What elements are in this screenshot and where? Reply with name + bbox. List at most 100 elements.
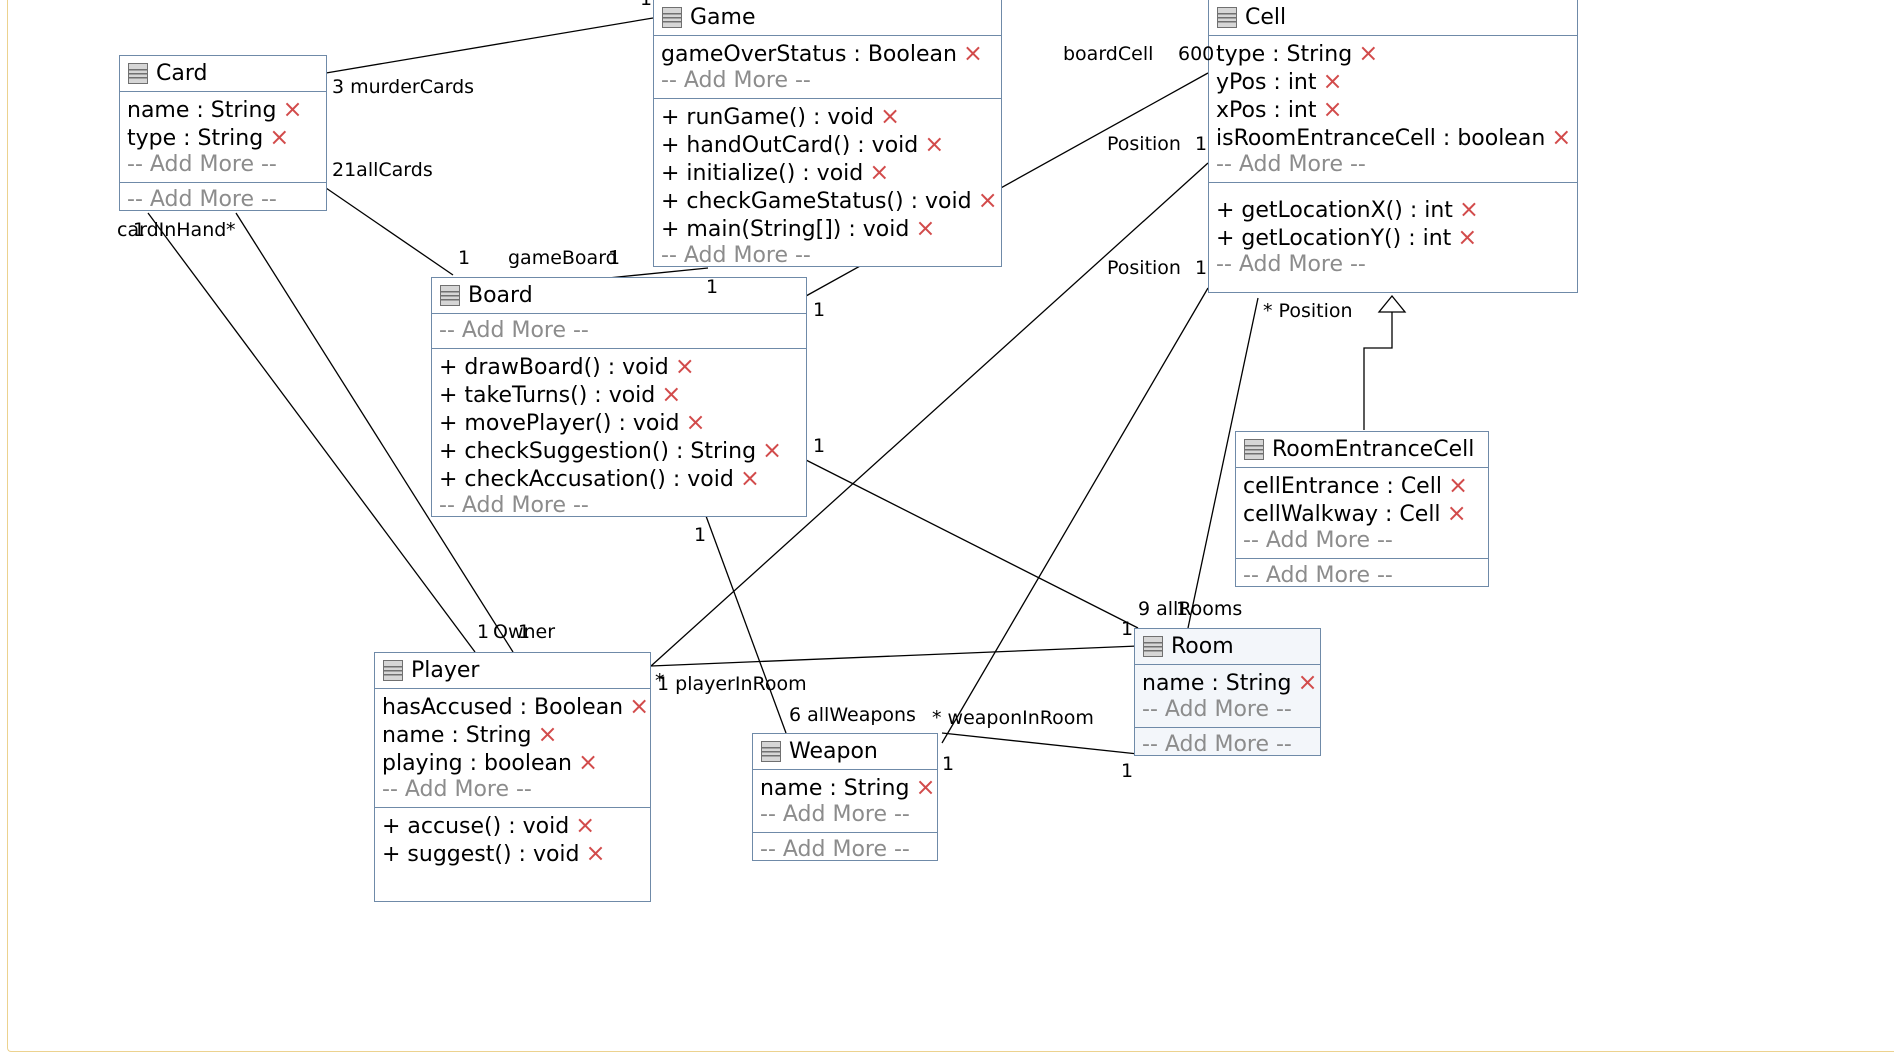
operation-row[interactable]: + accuse() : void× [382,811,596,839]
operation-row[interactable]: + getLocationX() : int× [1216,195,1480,223]
card-in-hand-multiplicity-a[interactable]: 1 [133,219,146,241]
delete-icon[interactable]: × [661,380,682,408]
board-cell-label[interactable]: boardCell [1063,43,1154,65]
all-cards-label[interactable]: 21allCards [332,159,433,181]
delete-icon[interactable]: × [577,748,599,776]
class-room-entrance-cell[interactable]: RoomEntranceCell cellEntrance : Cell× ce… [1235,431,1489,588]
class-name[interactable]: Cell [1245,5,1287,30]
position-star-label[interactable]: * Position [1263,300,1353,322]
class-header[interactable]: Weapon [753,734,937,769]
operation-row[interactable]: + drawBoard() : void× [439,352,695,380]
add-more-operation[interactable]: -- Add More -- [1243,563,1393,588]
operation-row[interactable]: + main(String[]) : void× [661,214,936,242]
owner-label[interactable]: Owner [493,621,556,643]
add-more-attribute[interactable]: -- Add More -- [382,777,532,802]
add-more-attribute[interactable]: -- Add More -- [1216,152,1366,177]
delete-icon[interactable]: × [869,158,890,186]
delete-icon[interactable]: × [915,214,936,242]
add-more-attribute[interactable]: -- Add More -- [439,318,589,343]
class-name[interactable]: Weapon [789,739,878,764]
operation-row[interactable]: + checkGameStatus() : void× [661,186,998,214]
class-header[interactable]: Cell [1209,0,1577,35]
add-more-operation[interactable]: -- Add More -- [760,837,910,862]
delete-icon[interactable]: × [674,352,695,380]
delete-icon[interactable]: × [282,95,303,123]
delete-icon[interactable]: × [977,186,998,214]
add-more-attribute[interactable]: -- Add More -- [760,802,910,827]
class-header[interactable]: Card [120,56,326,91]
delete-icon[interactable]: × [1551,123,1572,151]
operation-row[interactable]: + getLocationY() : int× [1216,223,1478,251]
uml-canvas[interactable]: Game gameOverStatus : Boolean× -- Add Mo… [7,0,1894,1052]
attribute-row[interactable]: name : String× [127,95,303,123]
weapon-multiplicity[interactable]: 1 [942,753,955,775]
game-board-multiplicity[interactable]: 1 [608,247,621,269]
class-name[interactable]: Game [690,5,756,30]
attribute-row[interactable]: playing : boolean× [382,748,599,776]
operation-row[interactable]: + runGame() : void× [661,102,901,130]
operation-row[interactable]: + initialize() : void× [661,158,890,186]
delete-icon[interactable]: × [1458,195,1480,223]
class-header[interactable]: Board [432,278,806,313]
position-multiplicity-2[interactable]: 1 [1195,257,1208,279]
add-more-attribute[interactable]: -- Add More -- [127,152,277,177]
delete-icon[interactable]: × [1322,67,1343,95]
owner-multiplicity-a[interactable]: 1 [477,621,490,643]
class-header[interactable]: Room [1135,629,1320,664]
delete-icon[interactable]: × [762,436,783,464]
operation-row[interactable]: + takeTurns() : void× [439,380,682,408]
attribute-row[interactable]: isRoomEntranceCell : boolean× [1216,123,1572,151]
attribute-row[interactable]: cellEntrance : Cell× [1243,471,1469,499]
delete-icon[interactable]: × [1322,95,1343,123]
position-multiplicity-1[interactable]: 1 [1195,133,1208,155]
game-board-label[interactable]: gameBoard [508,247,618,269]
position-label-2[interactable]: Position [1107,257,1181,279]
attribute-row[interactable]: name : String× [760,773,936,801]
class-weapon[interactable]: Weapon name : String× -- Add More -- -- … [752,733,938,862]
card-in-hand-multiplicity-b[interactable]: * [226,219,236,241]
board-room-multiplicity[interactable]: 1 [813,435,826,457]
attribute-row[interactable]: type : String× [1216,39,1379,67]
weapon-in-room-label[interactable]: * weaponInRoom [932,707,1094,729]
add-more-attribute[interactable]: -- Add More -- [1243,528,1393,553]
room-end-multiplicity[interactable]: 1 [1121,618,1134,640]
board-cell-end-multiplicity[interactable]: 1 [813,299,826,321]
attribute-row[interactable]: name : String× [1142,668,1318,696]
attribute-row[interactable]: gameOverStatus : Boolean× [661,39,984,67]
add-more-operation[interactable]: -- Add More -- [439,493,589,518]
delete-icon[interactable]: × [1358,39,1379,67]
attribute-row[interactable]: name : String× [382,720,558,748]
card-in-hand-label[interactable]: cardInHand [117,219,227,241]
all-rooms-multiplicity[interactable]: 1 [1176,598,1189,620]
all-weapons-label[interactable]: 6 allWeapons [789,704,916,726]
operation-row[interactable]: + checkAccusation() : void× [439,464,760,492]
board-cell-multiplicity[interactable]: 600 [1178,43,1215,65]
board-game-multiplicity[interactable]: 1 [706,276,719,298]
operation-row[interactable]: + handOutCard() : void× [661,130,945,158]
class-room[interactable]: Room name : String× -- Add More -- -- Ad… [1134,628,1321,757]
class-name[interactable]: Board [468,283,533,308]
delete-icon[interactable]: × [629,692,650,720]
game-multiplicity-label[interactable]: 1 [640,0,652,10]
add-more-operation[interactable]: -- Add More -- [1216,252,1366,277]
class-name[interactable]: Player [411,658,480,683]
delete-icon[interactable]: × [1447,471,1469,499]
position-label-1[interactable]: Position [1107,133,1181,155]
delete-icon[interactable]: × [879,102,901,130]
board-multiplicity-left[interactable]: 1 [458,247,471,269]
delete-icon[interactable]: × [915,773,936,801]
murder-cards-label[interactable]: 3 murderCards [332,76,475,98]
operation-row[interactable]: + checkSuggestion() : String× [439,436,783,464]
class-header[interactable]: RoomEntranceCell [1236,432,1488,467]
player-in-room-star[interactable]: * [655,670,665,692]
add-more-attribute[interactable]: -- Add More -- [661,68,811,93]
delete-icon[interactable]: × [1446,499,1467,527]
delete-icon[interactable]: × [1297,668,1318,696]
class-board[interactable]: Board -- Add More -- + drawBoard() : voi… [431,277,807,518]
attribute-row[interactable]: hasAccused : Boolean× [382,692,650,720]
class-game[interactable]: Game gameOverStatus : Boolean× -- Add Mo… [653,0,1002,268]
class-card[interactable]: Card name : String× type : String× -- Ad… [119,55,327,212]
delete-icon[interactable]: × [1457,223,1478,251]
add-more-attribute[interactable]: -- Add More -- [1142,697,1292,722]
class-name[interactable]: Room [1171,634,1234,659]
